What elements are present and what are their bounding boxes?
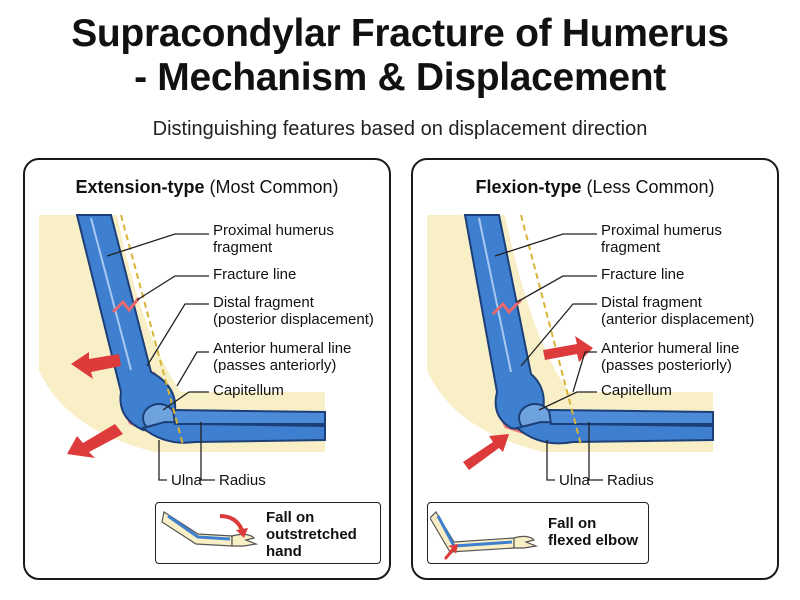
ulna-bone	[140, 420, 326, 444]
leader-radius	[588, 422, 603, 481]
label-anterior-humeral-line: Anterior humeral line(passes posteriorly…	[601, 340, 740, 374]
humerus-medullary-line	[90, 217, 132, 371]
title-line-1: Supracondylar Fracture of Humerus	[71, 12, 729, 55]
title-line-2: - Mechanism & Displacement	[134, 56, 666, 99]
label-ulna: Ulna	[171, 472, 202, 489]
mechanism-inset: Fall on outstretched hand	[155, 502, 381, 564]
extension-elbow-diagram	[39, 214, 326, 481]
leader-proximal	[494, 233, 597, 257]
heading-rest: (Most Common)	[204, 177, 339, 197]
radius-bone	[547, 408, 714, 425]
displacement-arrow-lower	[67, 424, 123, 458]
heading-bold: Extension-type	[75, 177, 205, 197]
leader-distal	[520, 303, 597, 367]
leader-capitellum	[538, 391, 597, 411]
humerus-medullary-line	[478, 217, 512, 373]
heading-rest: (Less Common)	[581, 177, 715, 197]
page-title: Supracondylar Fracture of Humerus - Mech…	[0, 12, 800, 100]
label-capitellum: Capitellum	[213, 382, 284, 399]
label-radius: Radius	[219, 472, 266, 489]
label-fracture-line: Fracture line	[601, 266, 685, 283]
subtitle: Distinguishing features based on displac…	[152, 118, 648, 140]
mechanism-caption: Fall on outstretched hand	[266, 509, 357, 560]
heading-bold: Flexion-type	[475, 177, 582, 197]
panel-heading: Flexion-type (Less Common)	[413, 176, 777, 198]
mechanism-inset: Fall on flexed elbow	[427, 502, 649, 564]
label-radius: Radius	[607, 472, 654, 489]
displacement-arrow-upper	[71, 352, 121, 379]
leader-proximal	[106, 233, 209, 257]
leader-ahl	[176, 351, 209, 387]
radius-bone	[171, 408, 326, 425]
leader-fracture	[136, 275, 209, 301]
flexed-elbow-icon	[430, 511, 539, 560]
label-distal-fragment: Distal fragment(posterior displacement)	[213, 294, 374, 328]
label-ulna: Ulna	[559, 472, 590, 489]
extension-type-panel: Extension-type (Most Common)	[23, 158, 391, 580]
label-capitellum: Capitellum	[601, 382, 672, 399]
leader-ahl	[572, 351, 597, 393]
ulna-bone	[514, 420, 714, 445]
displacement-arrow-anterior	[543, 336, 593, 362]
leader-radius	[200, 422, 215, 481]
fracture-line	[111, 297, 141, 314]
mechanism-caption: Fall on flexed elbow	[548, 515, 639, 549]
leader-fracture	[516, 275, 597, 303]
flexion-type-panel: Flexion-type (Less Common) Proximal hume…	[411, 158, 779, 580]
outstretched-hand-icon	[161, 511, 259, 547]
panel-heading: Extension-type (Most Common)	[25, 176, 389, 198]
label-anterior-humeral-line: Anterior humeral line(passes anteriorly)	[213, 340, 352, 374]
leader-ulna	[158, 440, 167, 481]
impact-arrow	[463, 434, 509, 470]
leader-distal	[146, 303, 209, 367]
label-fracture-line: Fracture line	[213, 266, 297, 283]
fracture-line	[491, 298, 523, 316]
leader-ulna	[546, 440, 555, 481]
label-distal-fragment: Distal fragment(anterior displacement)	[601, 294, 755, 328]
flexion-elbow-diagram	[427, 214, 714, 481]
leader-capitellum	[162, 391, 209, 411]
